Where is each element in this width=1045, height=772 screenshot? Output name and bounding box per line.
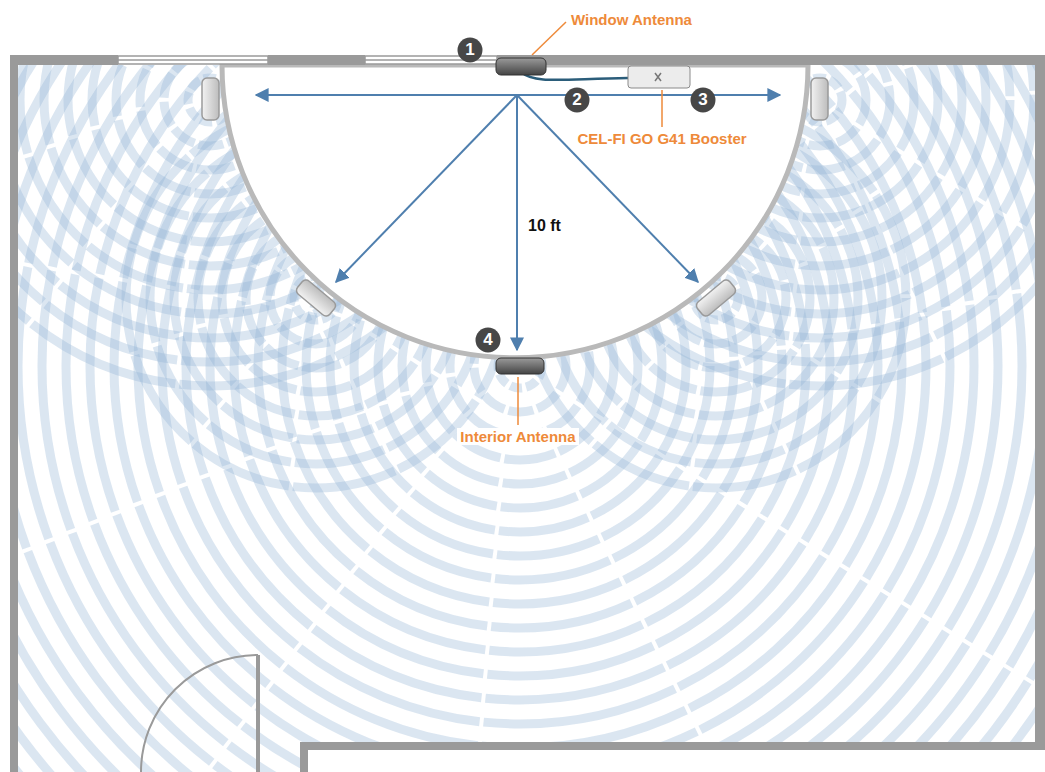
walls [10,55,1045,772]
callout-number: 1 [457,40,483,60]
part-label: Window Antenna [568,11,695,28]
distance-arrows [256,95,780,350]
callout-number: 3 [690,90,716,110]
callout-number: 3 [690,87,716,113]
signal-wave [162,8,878,724]
callout-number: 2 [564,87,590,113]
antenna-positions [202,78,828,318]
callout-number: 4 [475,327,501,353]
door [141,655,258,772]
part-label: CEL-FI GO G41 Booster [574,130,749,147]
signal-wave [210,56,830,676]
signal-wave [138,0,902,748]
coverage-radius [222,65,808,358]
signal-wave [186,32,854,700]
callout-circle [476,328,501,353]
booster [628,66,690,88]
part-label: Interior Antenna [457,428,578,445]
dimension-label: 10 ft [525,217,564,235]
callout-circle [458,38,483,63]
callout-number: 4 [475,330,501,350]
callout-number: 2 [564,90,590,110]
leader-lines [518,22,662,425]
callout-circle [691,88,716,113]
callout-circle [565,88,590,113]
windows [118,56,497,64]
booster-logo [655,73,661,81]
window-antenna [496,58,546,75]
callout-number: 1 [457,37,483,63]
interior-antenna [496,358,544,374]
